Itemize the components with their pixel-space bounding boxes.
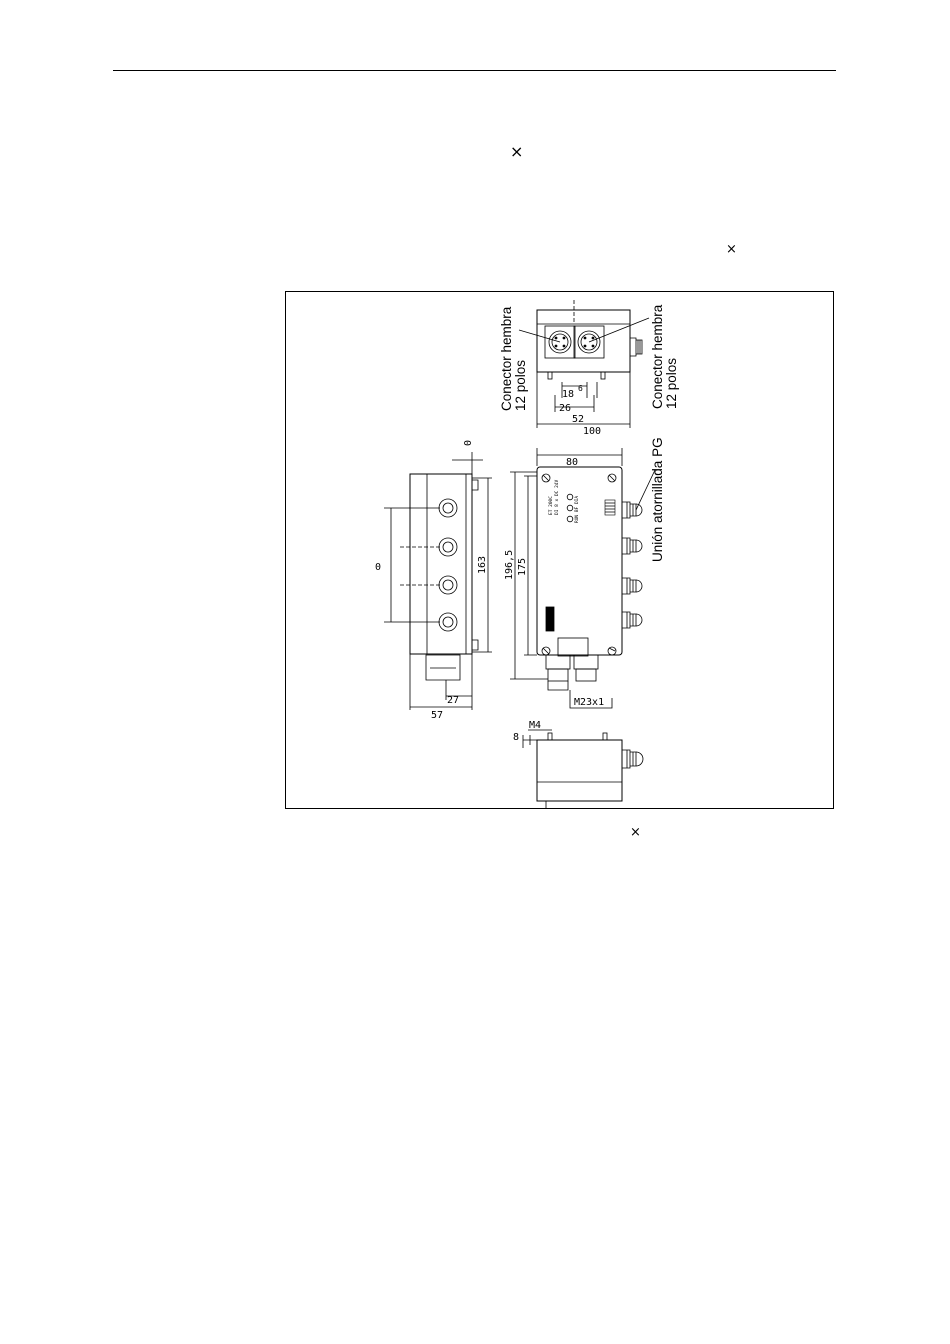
- dim-thread: M23x1: [574, 697, 604, 708]
- panel-led-labels: RUN BF DIA: [574, 496, 580, 523]
- side-view: [384, 452, 492, 710]
- cable-glands: [622, 502, 642, 628]
- dim-18: 18: [562, 389, 574, 400]
- dim-80: 80: [566, 457, 578, 468]
- panel-text-1: ET 200C: [548, 496, 554, 515]
- top-view: [519, 300, 649, 428]
- label-connector-right-1: Conector hembra: [650, 304, 665, 409]
- dim-26: 26: [559, 403, 571, 414]
- dim-m4: M4: [529, 720, 541, 731]
- bottom-view: [523, 730, 643, 809]
- dim-6: 6: [578, 384, 583, 393]
- dim-175: 175: [517, 558, 528, 576]
- front-view: [510, 448, 655, 708]
- dim-100: 100: [583, 426, 601, 437]
- label-pg-gland: Unión atornillada PG: [650, 437, 665, 562]
- panel-text-2: DI 8 x DC 24V: [554, 479, 560, 515]
- dim-163: 163: [477, 556, 488, 574]
- dim-0-left: 0: [375, 562, 381, 573]
- dim-0-top: 0: [463, 440, 474, 446]
- label-connector-right-2: 12 polos: [664, 358, 679, 409]
- dim-196-5: 196,5: [504, 550, 515, 580]
- dim-27: 27: [447, 695, 459, 706]
- dim-52: 52: [572, 414, 584, 425]
- label-connector-left-2: 12 polos: [513, 360, 528, 411]
- dim-57: 57: [431, 710, 443, 721]
- dim-8: 8: [513, 732, 519, 743]
- label-connector-left-1: Conector hembra: [499, 306, 514, 411]
